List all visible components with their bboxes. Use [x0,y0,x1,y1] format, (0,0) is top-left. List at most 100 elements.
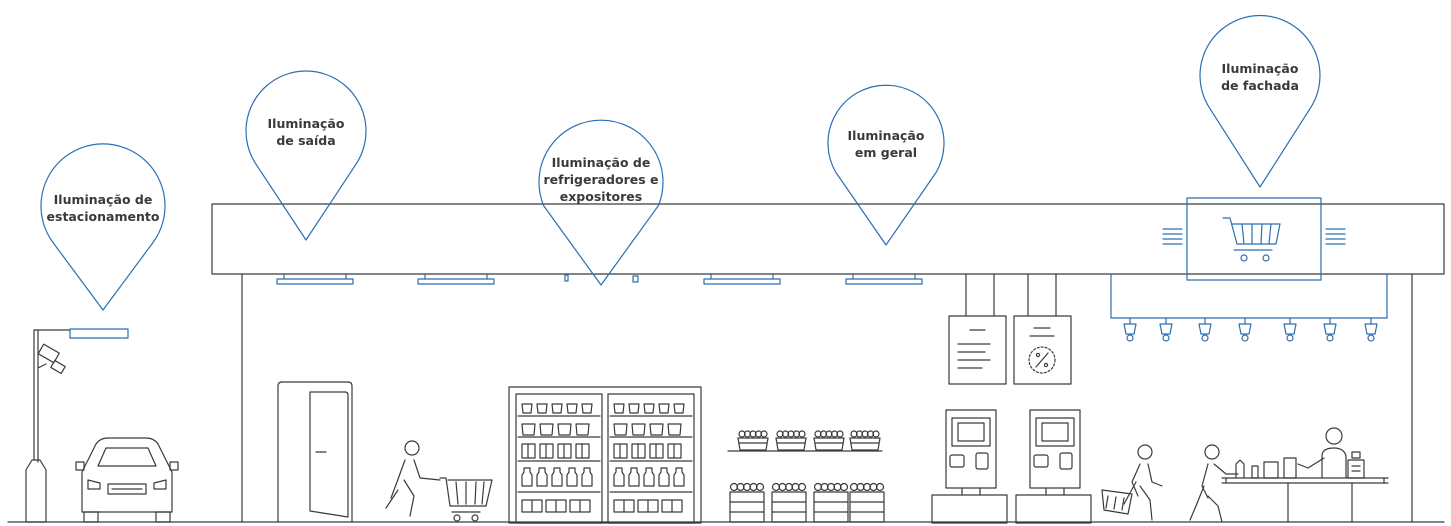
produce-crate-icon [729,482,765,523]
pin-line: Iluminação [1221,61,1299,76]
cup-product-icon [643,403,655,414]
produce-basket-icon [813,430,845,451]
cash-register-icon [1347,451,1365,479]
pin-refrigeradores [538,119,664,286]
cup-product-icon [575,423,590,436]
refrigerator-icon [508,386,702,524]
pin-fachada [1199,14,1321,188]
carton-product-icon [649,443,664,459]
pin-line: de saída [276,133,336,148]
spotlight-icon [1198,317,1212,342]
spotlight-icon [1283,317,1297,342]
cup-product-icon [539,423,554,436]
produce-crate-icon [849,482,885,523]
kiosk-icon [1015,409,1092,524]
bottle-product-icon [643,467,655,487]
pin-label-geral: Iluminação em geral [816,127,956,161]
pin-label-saida: Iluminação de saída [236,115,376,149]
bottle-product-icon [536,467,548,487]
pack-product-icon [613,499,635,513]
produce-crate-icon [813,482,849,523]
car-icon [75,437,179,523]
produce-crate-icon [771,482,807,523]
cup-product-icon [667,423,682,436]
ceiling-light-icon [564,274,639,283]
street-lamp-icon [25,328,129,523]
shopper-with-cart-icon [385,440,493,522]
pin-line: expositores [559,189,643,204]
carton-product-icon [521,443,536,459]
pin-geral [827,84,945,246]
produce-basket-icon [849,430,881,451]
produce-basket-icon [775,430,807,451]
bottle-product-icon [628,467,640,487]
pin-label-estacionamento: Iluminação de estacionamento [23,191,183,225]
cup-product-icon [566,403,578,414]
cup-product-icon [521,403,533,414]
discount-sign-icon [1013,273,1072,385]
facade-sign [1162,197,1346,281]
carton-product-icon [631,443,646,459]
hanging-sign-icon [948,273,1007,385]
cashier-icon [1297,427,1347,479]
pin-line: refrigeradores e [543,172,659,187]
cup-product-icon [521,423,536,436]
spotlight-icon [1238,317,1252,342]
kiosk-icon [931,409,1008,524]
pack-product-icon [545,499,567,513]
cup-product-icon [628,403,640,414]
carton-product-icon [557,443,572,459]
cup-product-icon [631,423,646,436]
ceiling-light-icon [703,274,781,285]
bottle-product-icon [581,467,593,487]
pin-estacionamento [40,143,166,311]
pack-product-icon [637,499,659,513]
cup-product-icon [649,423,664,436]
pin-line: de fachada [1221,78,1299,93]
cup-product-icon [673,403,685,414]
carton-product-icon [539,443,554,459]
bottle-product-icon [566,467,578,487]
ceiling-light-icon [845,274,923,285]
pack-product-icon [661,499,683,513]
spotlight-icon [1364,317,1378,342]
cup-product-icon [581,403,593,414]
pack-product-icon [569,499,591,513]
bottle-product-icon [613,467,625,487]
carton-product-icon [613,443,628,459]
shopping-cart-sign-icon [1222,217,1281,262]
pin-line: Iluminação de [551,155,651,170]
spotlight-icon [1323,317,1337,342]
ceiling-light-icon [417,274,495,285]
pin-saida [245,70,367,241]
security-camera-icon [37,343,66,375]
shopper-with-basket-icon [1101,444,1163,521]
facade-band [211,203,1445,275]
bottle-product-icon [551,467,563,487]
door-icon [277,381,353,523]
pin-shapes [40,14,1321,311]
spotlight-icon [1159,317,1173,342]
bottle-product-icon [521,467,533,487]
bottle-product-icon [658,467,670,487]
spotlight-icon [1123,317,1137,342]
refrigerator-products [517,403,693,513]
pin-line: Iluminação [847,128,925,143]
cup-product-icon [613,423,628,436]
pack-product-icon [521,499,543,513]
pin-line: em geral [854,145,918,160]
pin-line: Iluminação de [53,192,153,207]
ceiling-lights [276,274,923,285]
spotlight-track [1110,273,1388,342]
carton-product-icon [575,443,590,459]
produce-items [729,430,885,523]
cup-product-icon [658,403,670,414]
customer-icon [1189,444,1239,523]
cup-product-icon [613,403,625,414]
carton-product-icon [667,443,682,459]
cup-product-icon [536,403,548,414]
cup-product-icon [551,403,563,414]
bottle-product-icon [673,467,685,487]
checkout-counter [1221,457,1389,523]
